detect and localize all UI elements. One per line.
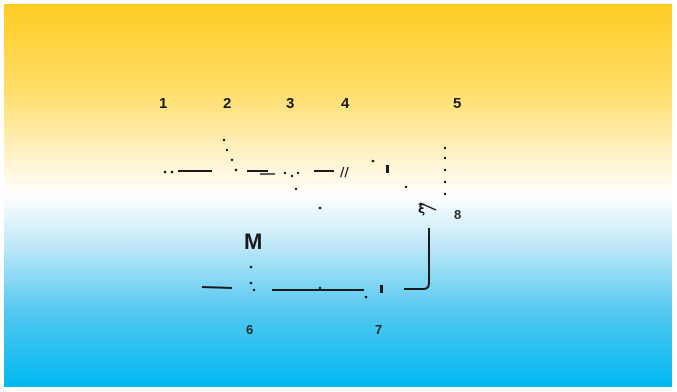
- motor-symbol: M: [244, 229, 262, 254]
- label-7: 7: [375, 322, 382, 337]
- label-8: 8: [454, 207, 461, 222]
- contact-symbol: //: [340, 165, 349, 179]
- top-wire: //: [163, 138, 389, 210]
- label-4: 4: [341, 95, 350, 112]
- label-6: 6: [246, 322, 253, 337]
- right-wire: ξ: [404, 146, 447, 290]
- gradient-background: [4, 4, 672, 387]
- label-5: 5: [453, 95, 461, 112]
- bottom-wire: [201, 265, 383, 299]
- label-3: 3: [286, 95, 294, 112]
- label-1: 1: [159, 95, 167, 112]
- label-2: 2: [223, 95, 231, 112]
- winding-symbol: ξ: [418, 202, 425, 216]
